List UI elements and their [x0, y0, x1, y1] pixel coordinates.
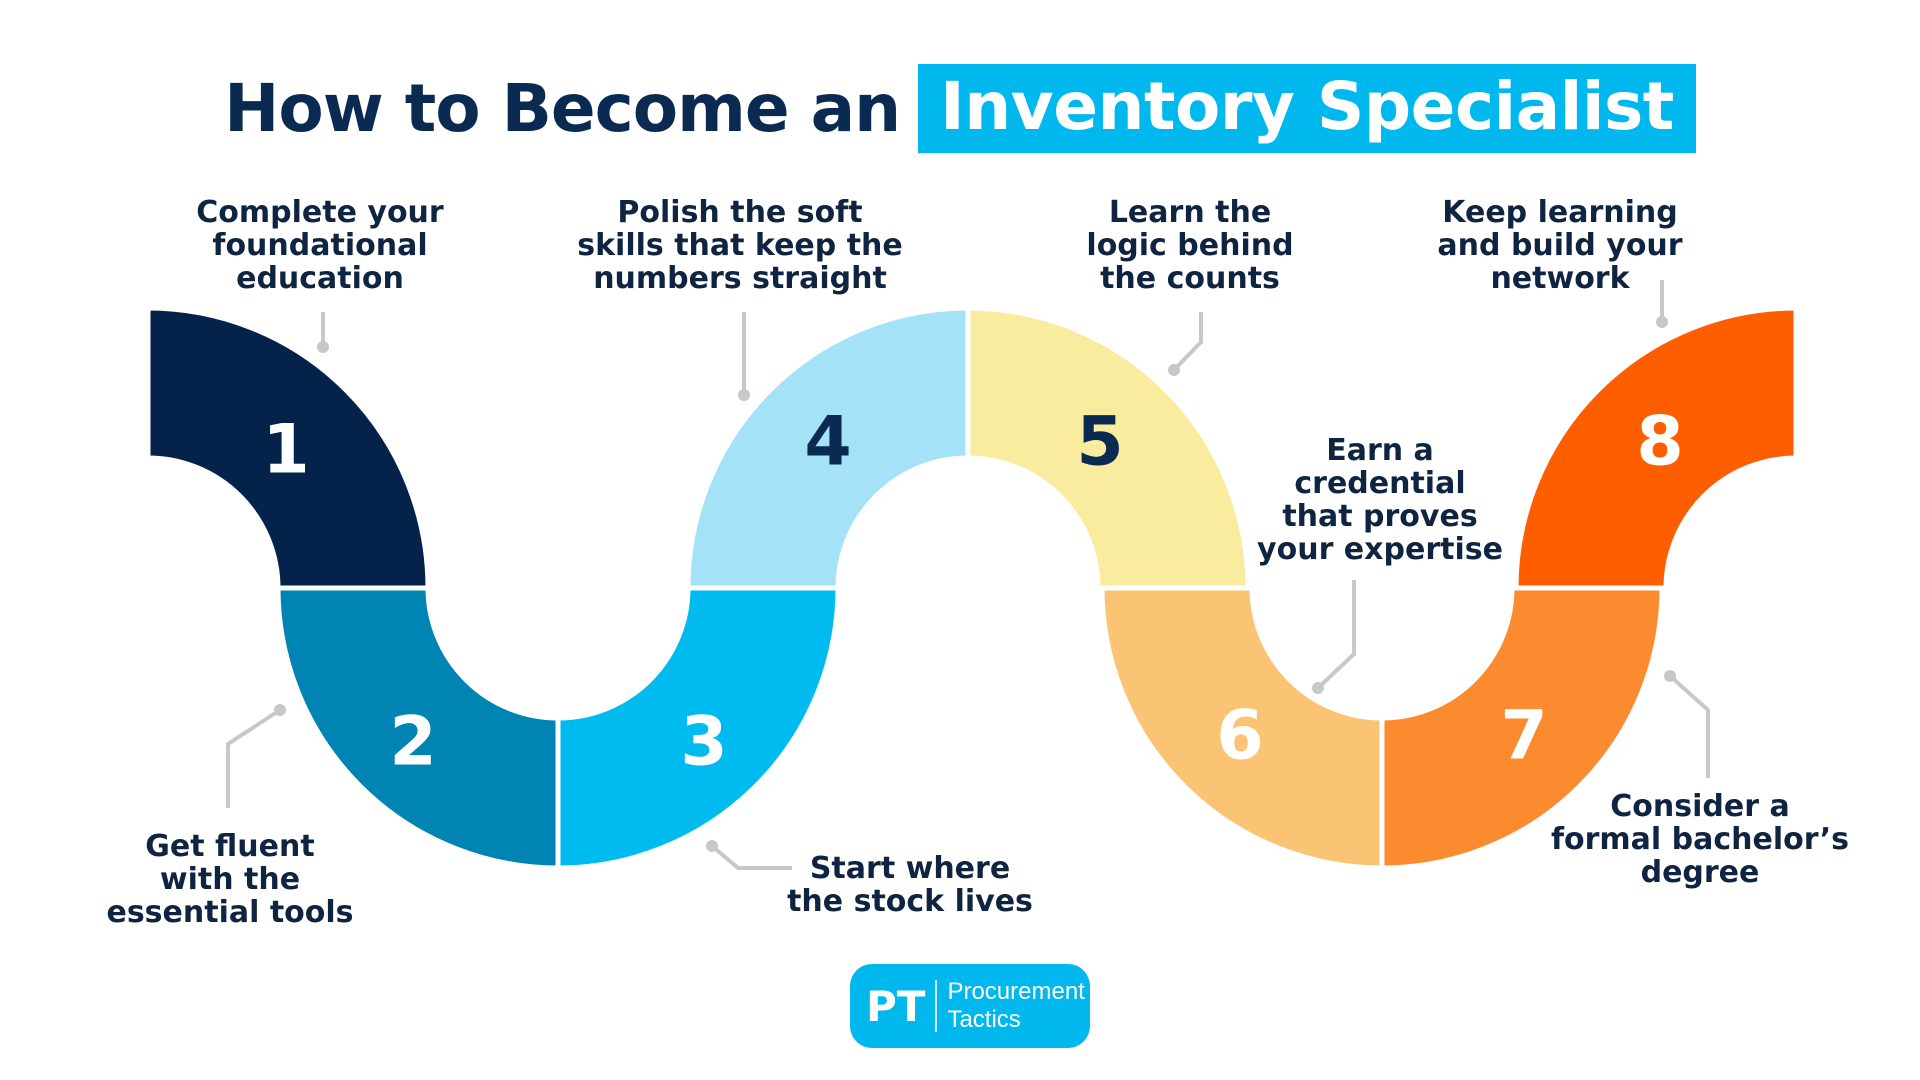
- step-segment-3: [555, 585, 841, 871]
- connector-dot-8: [1656, 316, 1668, 328]
- connector-dot-7: [1664, 670, 1676, 682]
- connector-dot-3: [706, 840, 718, 852]
- step-segment-1: [145, 305, 431, 591]
- connector-line-3: [710, 844, 792, 870]
- title-highlight: Inventory Specialist: [918, 64, 1696, 153]
- step-number-3: 3: [680, 703, 727, 782]
- step-number-6: 6: [1216, 697, 1263, 776]
- logo-divider: [935, 980, 938, 1032]
- step-segment-5: [965, 305, 1251, 591]
- page-title: How to Become an Inventory Specialist: [0, 64, 1920, 153]
- step-label-1: Complete your foundational education: [196, 195, 444, 296]
- connector-dot-4: [738, 389, 750, 401]
- step-segment-2: [275, 585, 561, 871]
- connector-dot-6: [1312, 682, 1324, 694]
- step-segment-6: [1099, 585, 1385, 871]
- step-number-8: 8: [1636, 403, 1683, 482]
- step-segment-7: [1379, 585, 1665, 871]
- step-number-4: 4: [804, 403, 851, 482]
- step-number-7: 7: [1500, 697, 1547, 776]
- logo-line-2: Tactics: [947, 1006, 1021, 1033]
- step-label-7: Consider a formal bachelor’s degree: [1550, 789, 1850, 890]
- connector-line-5: [1172, 312, 1203, 372]
- step-label-3: Start where the stock lives: [787, 851, 1033, 919]
- step-number-5: 5: [1076, 403, 1123, 482]
- step-label-2: Get fluent with the essential tools: [106, 829, 354, 930]
- logo-mark: PT: [866, 981, 926, 1031]
- logo-line-1: Procurement: [947, 978, 1085, 1005]
- title-prefix: How to Become an: [224, 70, 901, 147]
- logo-text: Procurement Tactics: [947, 978, 1084, 1034]
- step-label-4: Polish the soft skills that keep the num…: [577, 195, 903, 296]
- brand-logo: PT Procurement Tactics: [850, 964, 1090, 1048]
- connector-line-6: [1316, 580, 1356, 690]
- step-number-2: 2: [389, 703, 436, 782]
- connector-dot-1: [317, 341, 329, 353]
- connector-line-2: [226, 708, 282, 808]
- connector-line-7: [1668, 674, 1710, 778]
- connector-dot-2: [274, 704, 286, 716]
- step-segment-8: [1513, 305, 1799, 591]
- step-label-8: Keep learning and build your network: [1437, 195, 1683, 296]
- step-label-6: Earn a credential that proves your exper…: [1257, 433, 1503, 567]
- step-label-5: Learn the logic behind the counts: [1086, 195, 1294, 296]
- connector-dot-5: [1168, 364, 1180, 376]
- step-segment-4: [685, 305, 971, 591]
- step-number-1: 1: [262, 411, 309, 490]
